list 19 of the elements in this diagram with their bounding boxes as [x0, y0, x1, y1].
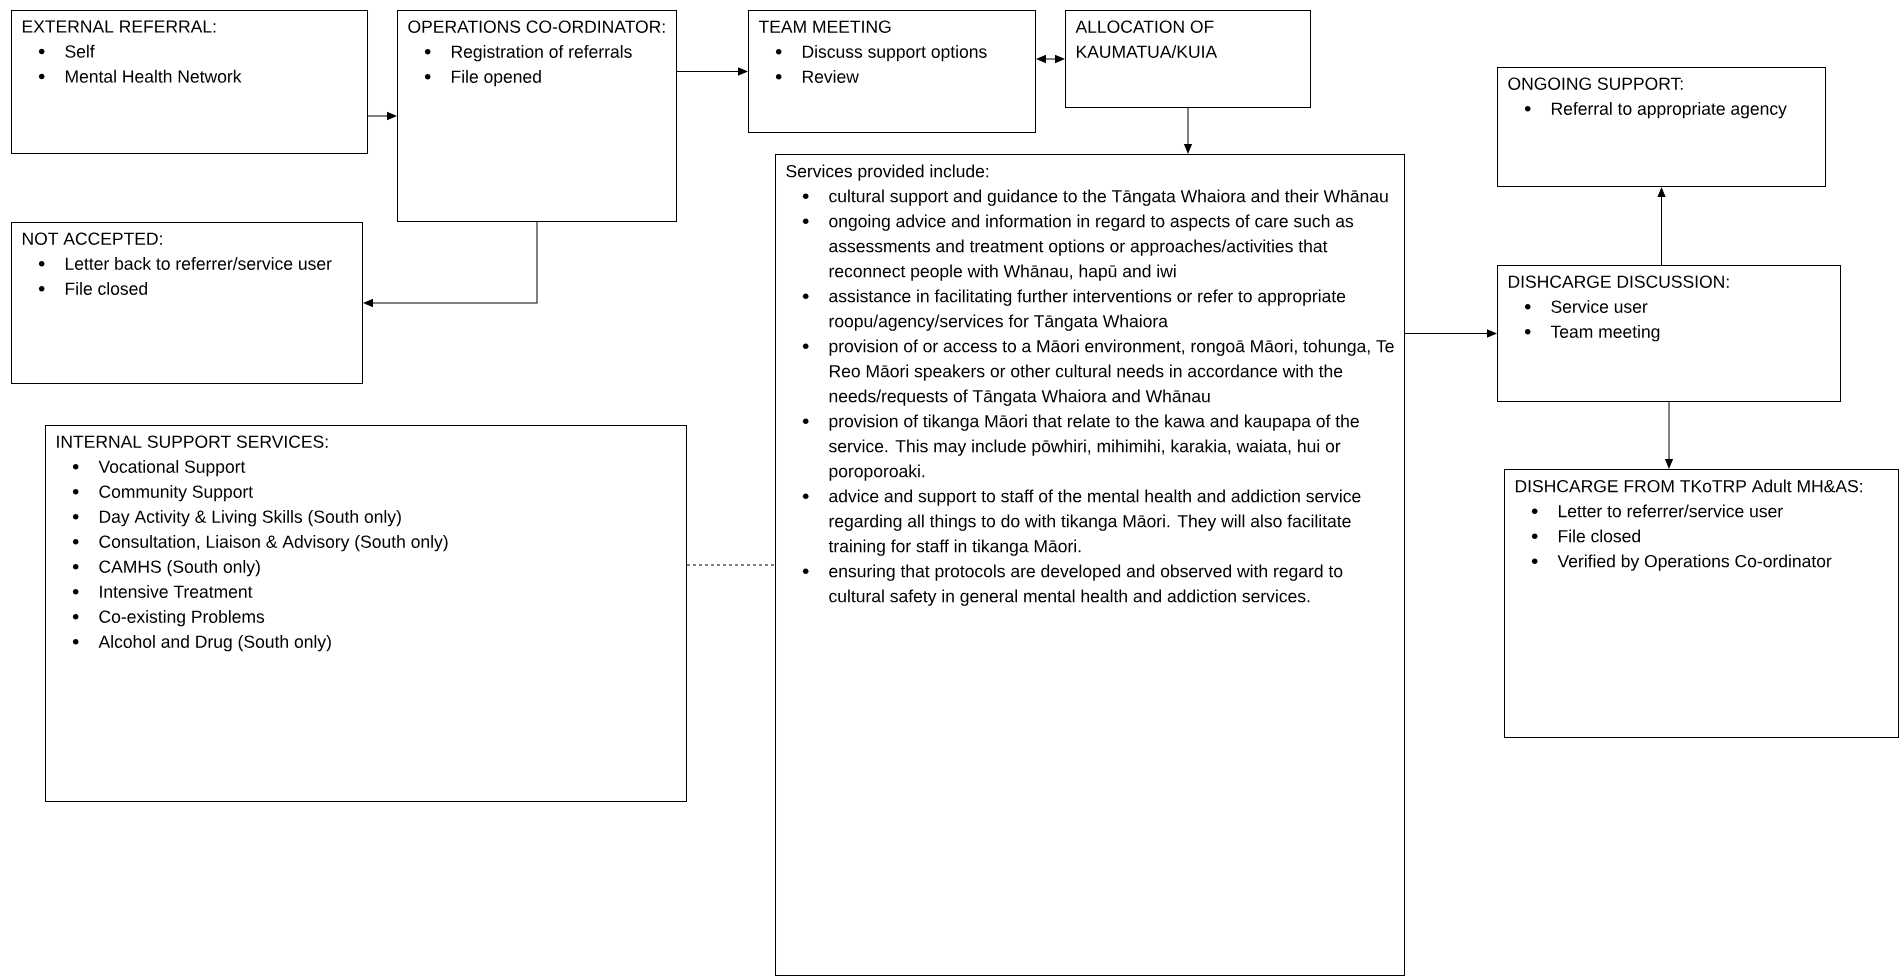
- process-box: ONGOING SUPPORT: Referral to appropriate agency: [1497, 67, 1826, 187]
- arrow: [1184, 107, 1192, 154]
- process-box: EXTERNAL REFERRAL: Self Mental Health Network: [11, 10, 368, 154]
- arrow: [676, 67, 748, 76]
- process-box: Services provided include: cultural support and guidance to the Tāngata Whaiora and their Whānau ongoing advice and information in regard to aspects of care such as assessments and treatment options or approaches/activities that reconnect people with Whānau, hapū and iwi assistance in facilitating further interventions or refer to appropriate roopu/agency/services for Tāngata Whaiora provision of or access to a Māori environment, rongoā Māori, tohunga, Te Reo Māori speakers or other cultural needs in accordance with the needs/requests of Tāngata Whaiora and Whānau provision of tikanga Māori that relate to the kawa and kaupapa of the service. This may include pōwhiri, mihimihi, karakia, waiata, hui or poroporoaki. advice and support to staff of the mental health and addiction service regarding all things to do with tikanga Māori. They will also facilitate training for staff in tikanga Māori. ensuring that protocols are developed and observed with regard to cultural safety in general mental health and addiction services.: [775, 154, 1405, 976]
- process-box: OPERATIONS CO-ORDINATOR: Registration of referrals File opened: [397, 10, 677, 222]
- arrow: [363, 221, 538, 307]
- arrow: [1404, 329, 1497, 338]
- process-box: TEAM MEETING Discuss support options Review: [748, 10, 1036, 133]
- process-box: DISHCARGE FROM TKoTRP Adult MH&AS: Letter to referrer/service user File closed Verified by Operations Co-ordinator: [1504, 469, 1899, 738]
- arrow: [367, 112, 397, 120]
- arrow: [1657, 187, 1666, 266]
- arrow: [1036, 55, 1065, 63]
- process-box: DISHCARGE DISCUSSION: Service user Team meeting: [1497, 265, 1841, 402]
- process-box: NOT ACCEPTED: Letter back to referrer/service user File closed: [11, 222, 363, 384]
- dashed-line: [686, 564, 776, 566]
- process-box: ALLOCATION OF KAUMATUA/KUIA: [1065, 10, 1311, 108]
- arrow: [1665, 401, 1673, 469]
- process-box: INTERNAL SUPPORT SERVICES: Vocational Support Community Support Day Activity & Living Skills (South only) Consultation, Liaison & Advisory (South only) CAMHS (South only) Intensive Treatment Co-existing Problems Alcohol and Drug (South only): [45, 425, 687, 802]
